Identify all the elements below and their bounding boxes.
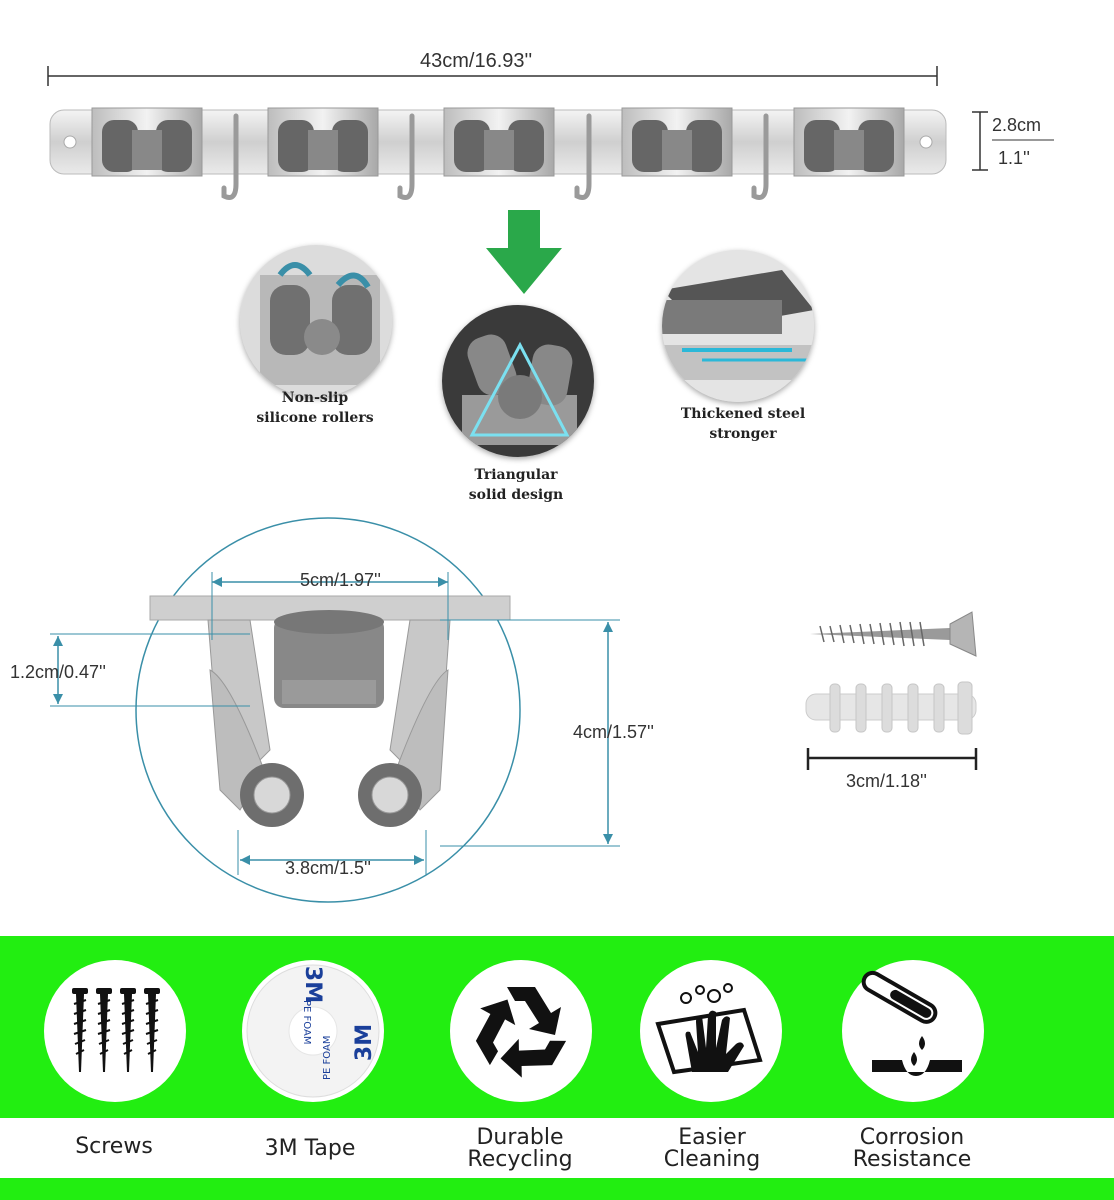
tape-icon: 3M PE FOAM 3M PE FOAM — [242, 960, 384, 1102]
feature-labels-strip — [0, 1118, 1114, 1178]
length-label: 43cm/16.93'' — [420, 50, 533, 72]
feature-cleaning-line2: Cleaning — [663, 1147, 761, 1172]
detail-rollers-label: Non-slip silicone rollers — [220, 388, 410, 428]
rack-section: 43cm/16.93'' — [0, 0, 1114, 210]
feature-recycling-line1: Durable — [476, 1125, 564, 1150]
wall-anchor-image — [805, 681, 977, 735]
recycle-icon — [450, 960, 592, 1102]
down-arrow-icon — [486, 210, 562, 294]
cleaning-icon — [640, 960, 782, 1102]
feature-recycling-line2: Recycling — [467, 1147, 573, 1172]
feature-screws-line1: Screws — [75, 1134, 153, 1159]
clip-height-label: 4cm/1.57'' — [573, 722, 654, 742]
detail-steel-label: Thickened steel stronger — [648, 404, 838, 444]
detail-triangle-line2: solid design — [468, 487, 564, 503]
height-label-cm: 2.8cm — [992, 115, 1042, 135]
clip-diagram-image — [50, 517, 620, 903]
length-dimension-line — [47, 66, 938, 86]
detail-rollers-image — [240, 245, 392, 397]
screws-icon — [44, 960, 186, 1102]
height-dimension-line — [972, 111, 1054, 171]
tape-brand-bottom: 3M — [352, 1023, 378, 1062]
feature-corrosion-line2: Resistance — [852, 1147, 972, 1172]
detail-rollers-line1: Non-slip — [281, 390, 349, 406]
feature-tape-line1: 3M Tape — [264, 1136, 356, 1161]
tape-sub-bottom: PE FOAM — [322, 1035, 333, 1080]
screw-length-line — [806, 748, 978, 770]
mop-rack-image — [49, 107, 947, 200]
clip-depth-label: 1.2cm/0.47'' — [10, 662, 106, 682]
screw-length-label: 3cm/1.18'' — [846, 771, 927, 791]
feature-tape-label: 3M Tape — [220, 1138, 400, 1160]
feature-cleaning-line1: Easier — [678, 1125, 746, 1150]
detail-triangle-label: Triangular solid design — [418, 465, 614, 505]
clip-width-bottom-label: 3.8cm/1.5'' — [285, 858, 371, 878]
feature-recycling-label: Durable Recycling — [430, 1127, 610, 1171]
feature-screws-label: Screws — [24, 1136, 204, 1158]
tape-brand-top: 3M — [300, 965, 326, 1004]
corrosion-icon — [842, 960, 984, 1102]
detail-triangle-image — [442, 305, 594, 457]
detail-steel-line1: Thickened steel — [680, 406, 806, 422]
feature-corrosion-label: Corrosion Resistance — [822, 1127, 1002, 1171]
height-label-in: 1.1'' — [998, 148, 1030, 168]
detail-triangle-line1: Triangular — [474, 467, 558, 483]
detail-rollers-line2: silicone rollers — [256, 410, 374, 426]
feature-corrosion-line1: Corrosion — [859, 1125, 965, 1150]
tape-sub-top: PE FOAM — [301, 1000, 312, 1045]
detail-steel-line2: stronger — [709, 426, 777, 442]
clip-width-top-label: 5cm/1.97'' — [300, 570, 381, 590]
feature-cleaning-label: Easier Cleaning — [622, 1127, 802, 1171]
screw-image — [810, 611, 977, 657]
detail-steel-image — [662, 250, 814, 402]
